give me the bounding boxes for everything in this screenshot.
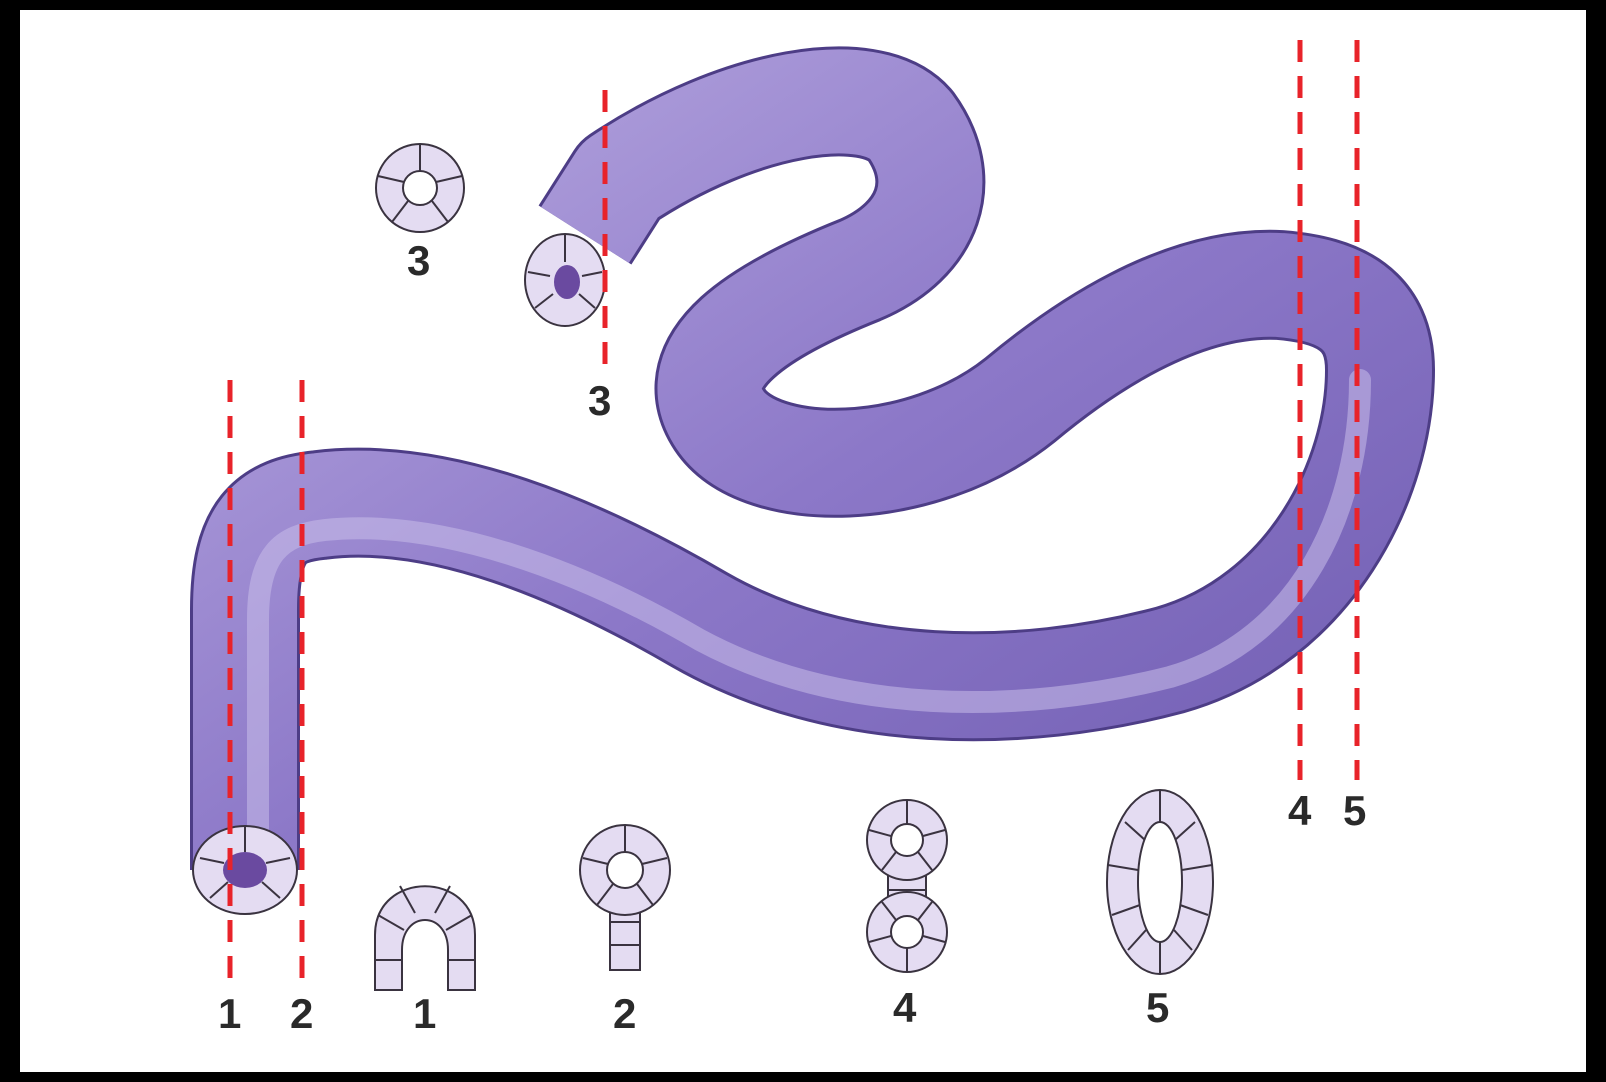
cross-section-4 xyxy=(867,800,947,972)
tube-end-top xyxy=(525,234,605,326)
cross-section-label-5: 5 xyxy=(1146,984,1169,1031)
cross-section-5 xyxy=(1107,790,1213,974)
cross-section-label-3: 3 xyxy=(407,237,430,284)
cut-line-label-2: 2 xyxy=(290,990,313,1037)
cross-section-2 xyxy=(580,825,670,970)
cross-section-1 xyxy=(375,886,475,990)
cross-section-label-1: 1 xyxy=(413,990,436,1037)
tube-end-bottom xyxy=(193,826,297,914)
cut-line-label-4: 4 xyxy=(1288,787,1312,834)
cut-line-label-1: 1 xyxy=(218,990,241,1037)
diagram-canvas: 1 2 3 4 5 3 1 xyxy=(20,10,1586,1072)
cut-line-label-3: 3 xyxy=(588,377,611,424)
cross-section-3 xyxy=(376,144,464,232)
cross-section-label-2: 2 xyxy=(613,990,636,1037)
cut-line-label-5: 5 xyxy=(1343,787,1366,834)
cross-section-label-4: 4 xyxy=(893,984,917,1031)
diagram-svg: 1 2 3 4 5 3 1 xyxy=(20,10,1586,1072)
